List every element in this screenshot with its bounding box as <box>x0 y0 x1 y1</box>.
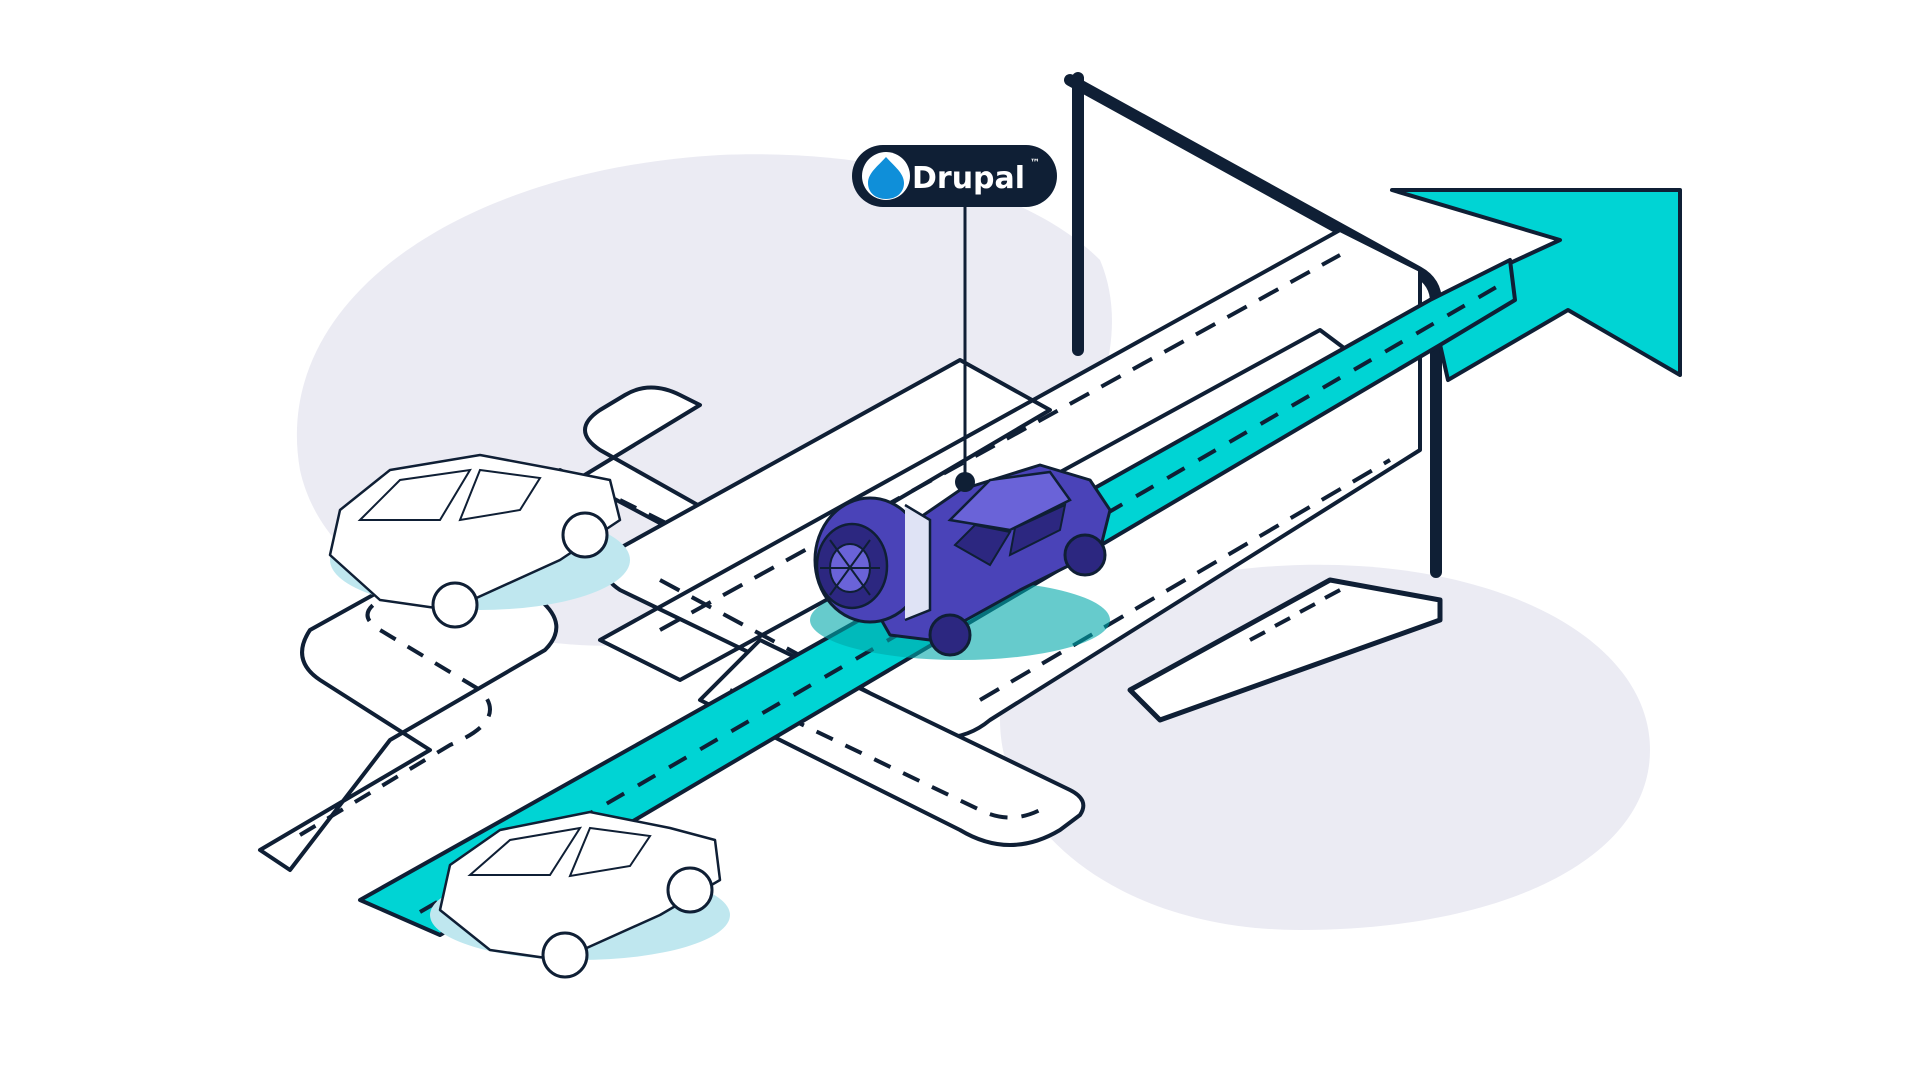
car-windows <box>953 503 1067 567</box>
turbine-engine-icon <box>813 496 932 624</box>
car-wheel-front <box>928 613 972 657</box>
car-windows <box>357 468 542 522</box>
logo-pointer-dot <box>955 472 975 492</box>
drupal-wordmark: Drupal <box>912 161 1025 196</box>
outline-car-upper <box>328 453 630 629</box>
lower-road-dashes <box>729 688 1041 820</box>
left-road <box>258 385 762 872</box>
right-road-dashes <box>659 253 1392 722</box>
car-wheel-rear <box>666 866 714 914</box>
drupal-logo-badge: Drupal ™ <box>852 145 1057 207</box>
drupal-drop-icon <box>868 157 904 199</box>
outline-car-lower <box>430 810 730 979</box>
background-blob-right <box>1000 564 1650 930</box>
car-wheel-rear <box>561 511 609 559</box>
laptop-base <box>1127 577 1443 723</box>
car-wheel-front <box>541 931 589 979</box>
purple-turbo-car <box>810 205 1112 660</box>
car-wheel-front <box>431 581 479 629</box>
drupal-trademark: ™ <box>1030 158 1040 169</box>
laptop-keyboard-marks <box>1249 588 1341 642</box>
car-wheel-rear <box>1063 533 1107 577</box>
car-roof <box>947 470 1072 532</box>
car-windows <box>467 826 652 878</box>
